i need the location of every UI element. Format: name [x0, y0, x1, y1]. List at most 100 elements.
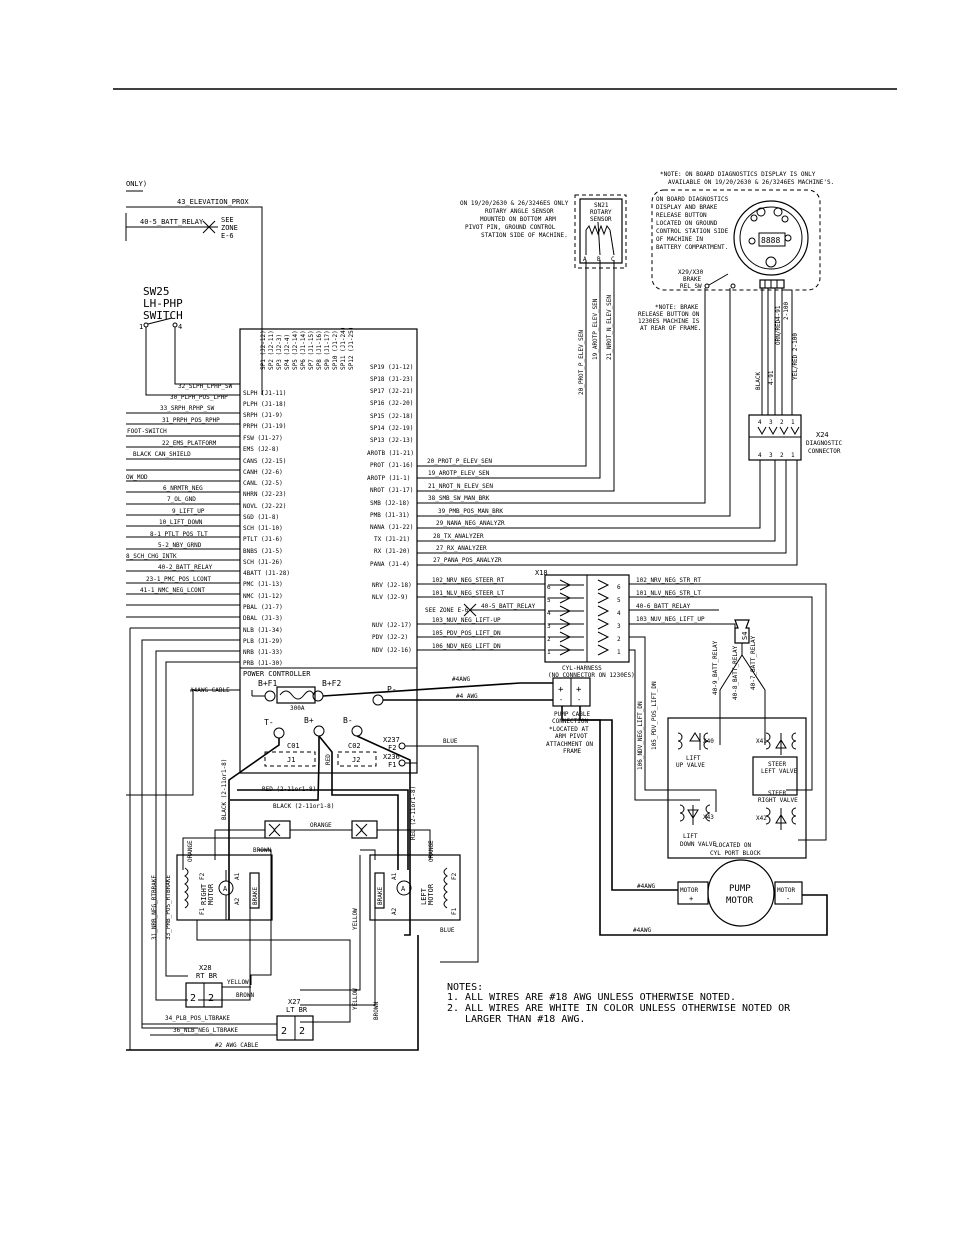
connector-left-harness: [264, 820, 291, 839]
svg-text:CANS (J2-15): CANS (J2-15): [243, 458, 286, 465]
svg-text:SP18 (J1-23): SP18 (J1-23): [370, 376, 413, 383]
black-cable-label-2: BLACK (2-11or1-8): [273, 803, 334, 810]
svg-text:NROT (J1-17): NROT (J1-17): [370, 487, 413, 494]
see-zone-3: E-6: [221, 232, 234, 240]
brake-switch-label-1: X29/X30: [678, 269, 704, 276]
blue-wire-label: BLUE: [443, 738, 458, 745]
svg-text:5: 5: [617, 597, 621, 604]
svg-text:38_SMB_SW_MAN_BRK: 38_SMB_SW_MAN_BRK: [428, 495, 490, 502]
sensor-wire-21: 21_NROT_N_ELEV_SEN: [606, 295, 613, 360]
x41-sub1: STEER: [768, 761, 786, 768]
see-zone-1: SEE: [221, 216, 234, 224]
svg-text:8_SCH_CHG_INTK: 8_SCH_CHG_INTK: [126, 553, 177, 560]
see-zone-e6-label: SEE ZONE E-6: [425, 607, 469, 614]
svg-text:1: 1: [791, 419, 795, 426]
x42-sub2: RIGHT VALVE: [758, 797, 798, 804]
svg-text:AROTB (J1-21): AROTB (J1-21): [367, 450, 414, 457]
svg-text:NUV (J2-17): NUV (J2-17): [372, 622, 412, 629]
svg-text:2: 2: [190, 993, 196, 1004]
blue-label-left-motor: BLUE: [440, 927, 455, 934]
left-wire-labels: 32_SLPH_LPHP_SW 30_PLPH_POS_LPHP 33_SRPH…: [126, 383, 233, 594]
brake-switch-label-2: BRAKE: [683, 276, 701, 283]
svg-text:SP12 (J1-25): SP12 (J1-25): [348, 327, 355, 370]
x40-sub1: LIFT: [686, 755, 701, 762]
svg-text:OW_MOD: OW_MOD: [126, 474, 148, 481]
svg-text:4: 4: [617, 610, 621, 617]
svg-text:*NOTE: BRAKE: *NOTE: BRAKE: [655, 304, 699, 311]
x42-valve: [765, 807, 797, 830]
connector-j2: J2: [352, 756, 360, 764]
svg-text:+: +: [558, 685, 564, 695]
svg-text:105_PDV_POS_LIFT_DN: 105_PDV_POS_LIFT_DN: [432, 630, 501, 637]
x24-sub1: DIAGNOSTIC: [806, 440, 843, 447]
valve-block-label-2: CYL PORT BLOCK: [710, 850, 761, 857]
see-zone-2: ZONE: [221, 224, 238, 232]
svg-text:ON BOARD DIAGNOSTICS: ON BOARD DIAGNOSTICS: [656, 196, 729, 203]
svg-text:MOUNTED ON BOTTOM ARM: MOUNTED ON BOTTOM ARM: [480, 216, 556, 223]
svg-text:SP13 (J2-13): SP13 (J2-13): [370, 437, 413, 444]
svg-text:3: 3: [547, 623, 551, 630]
diag-wire-ornred: ORN/RED: [775, 319, 782, 345]
right-motor-a2: A2: [234, 897, 241, 905]
svg-text:RX (J1-20): RX (J1-20): [374, 548, 410, 555]
left-motor-a1: A1: [391, 872, 398, 880]
terminal-bf2: B+F2: [322, 679, 341, 688]
svg-text:-: -: [559, 696, 563, 704]
svg-text:AROTP (J1-1): AROTP (J1-1): [367, 475, 410, 482]
svg-text:1. ALL WIRES ARE #18 AWG UNLES: 1. ALL WIRES ARE #18 AWG UNLESS OTHERWIS…: [447, 992, 736, 1003]
svg-text:2: 2: [299, 1026, 305, 1037]
terminal-tminus: T-: [264, 718, 274, 727]
svg-text:101_NLV_NEG_STR_LT: 101_NLV_NEG_STR_LT: [636, 590, 701, 597]
svg-text:28_TX_ANALYZER: 28_TX_ANALYZER: [433, 533, 484, 540]
left-motor-f1: F1: [451, 907, 458, 915]
svg-text:1: 1: [547, 649, 551, 656]
sensor-wire-19: 19_AROTP_ELEV_SEN: [592, 298, 599, 360]
x40-wire-labels: 40-9_BATT_RELAY 40-8_BATT_RELAY 40-7_BAT…: [712, 635, 757, 700]
right-wires: [417, 260, 798, 566]
brake-switch-label-3: REL SW: [680, 283, 702, 290]
x24-contacts: [757, 426, 800, 436]
svg-text:2: 2: [617, 636, 621, 643]
yellow-label-rt-br: YELLOW: [227, 979, 249, 986]
sn21-label: SN21: [594, 202, 609, 209]
x24-label: X24: [816, 431, 829, 439]
red-wire-label: RED: [325, 754, 332, 765]
sn21-outer-box: [574, 194, 627, 269]
diag-wire-extra-491: 4-91: [775, 305, 782, 320]
svg-text:2: 2: [281, 1026, 287, 1037]
pump-motor-label-1: PUMP: [729, 884, 751, 894]
x43-sub1: LIFT: [683, 833, 698, 840]
orange-label-right: ORANGE: [428, 840, 435, 862]
elevation-prox-label: 43_ELEVATION_PROX: [177, 198, 249, 206]
svg-text:101_NLV_NEG_STEER_LT: 101_NLV_NEG_STEER_LT: [432, 590, 505, 597]
svg-text:LARGER THAN #18 AWG.: LARGER THAN #18 AWG.: [465, 1014, 585, 1025]
pc-top-pins: SP1 (J2-12) SP2 (J2-11) SP3 (J2-3) SP4 (…: [260, 327, 355, 370]
svg-text:6: 6: [547, 584, 551, 591]
pump-awg-1: #4AWG: [637, 883, 655, 890]
svg-text:SP11 (J1-24): SP11 (J1-24): [340, 327, 347, 370]
svg-text:SP10 (J1-2): SP10 (J1-2): [332, 330, 339, 370]
sn21-rotary: ROTARY: [590, 209, 612, 216]
pump-awg-2: #4AWG: [633, 927, 651, 934]
svg-text:SP16 (J2-20): SP16 (J2-20): [370, 400, 413, 407]
brown-label-rt-br: BROWN: [236, 992, 254, 999]
batt-relay-left-label: 40-5_BATT_RELAY: [140, 218, 204, 226]
left-motor-a2: A2: [391, 907, 398, 915]
svg-text:PRB (J1-30): PRB (J1-30): [243, 660, 283, 667]
svg-text:A: A: [583, 256, 587, 263]
svg-text:21_NROT_N_ELEV_SEN: 21_NROT_N_ELEV_SEN: [428, 483, 493, 490]
red-cable-label-2: RED (2-11or1-8): [410, 786, 417, 840]
diag-pins: [759, 279, 785, 289]
fuse-x237: X237: [383, 736, 400, 744]
svg-text:5: 5: [547, 597, 551, 604]
x24-sub2: CONNECTOR: [808, 448, 841, 455]
svg-text:SP3 (J2-3): SP3 (J2-3): [276, 334, 283, 370]
diag-wire-extra-2100: 2-100: [783, 302, 790, 320]
fuse-icon: [276, 686, 316, 704]
svg-text:SGD (J1-8): SGD (J1-8): [243, 514, 279, 521]
svg-text:DISPLAY AND BRAKE: DISPLAY AND BRAKE: [656, 204, 718, 211]
svg-text:FRAME: FRAME: [563, 748, 581, 755]
svg-text:4BATT (J1-28): 4BATT (J1-28): [243, 570, 290, 577]
fuse-f1: F1: [388, 761, 396, 769]
connector-c01: C01: [287, 742, 300, 750]
